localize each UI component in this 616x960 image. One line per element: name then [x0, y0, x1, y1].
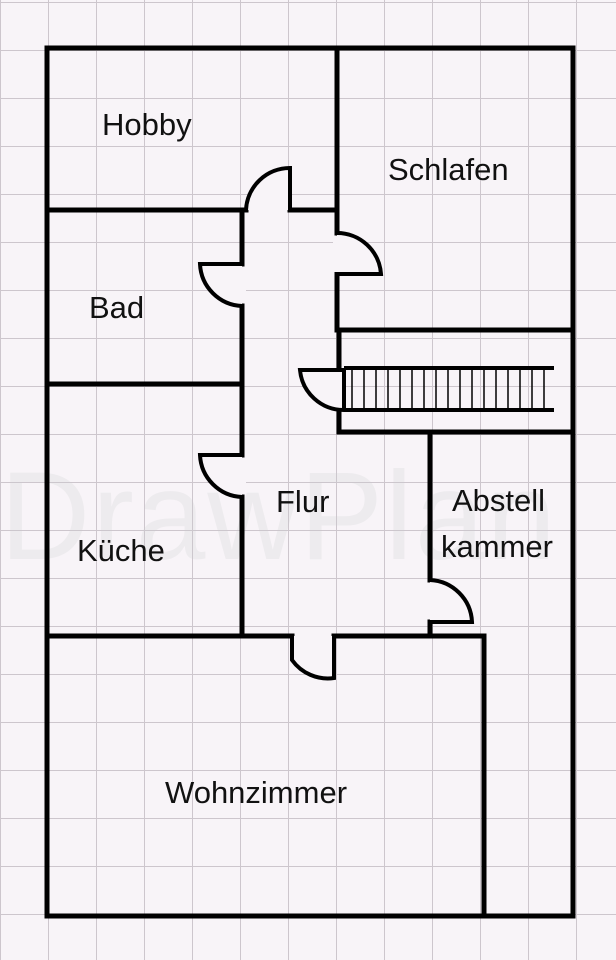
watermark-text: DrawPlan	[0, 447, 558, 586]
door-hobby	[244, 165, 292, 211]
room-label-kueche: Küche	[77, 533, 165, 568]
outer-wall	[44, 45, 576, 919]
room-label-flur: Flur	[276, 484, 330, 519]
door-abstell	[429, 578, 475, 624]
room-label-hobby: Hobby	[102, 107, 192, 142]
room-label-bad: Bad	[89, 290, 145, 325]
door-wohnzimmer	[290, 636, 336, 681]
room-label-schlafen: Schlafen	[388, 152, 509, 187]
door-schlafen	[336, 230, 384, 276]
door-kueche	[197, 453, 243, 499]
staircase	[297, 366, 554, 413]
door-bad	[197, 262, 243, 308]
room-label-abstell-1: Abstell	[452, 483, 546, 518]
room-label-wohnzimmer: Wohnzimmer	[165, 775, 348, 810]
room-label-abstell-2: kammer	[441, 529, 553, 564]
